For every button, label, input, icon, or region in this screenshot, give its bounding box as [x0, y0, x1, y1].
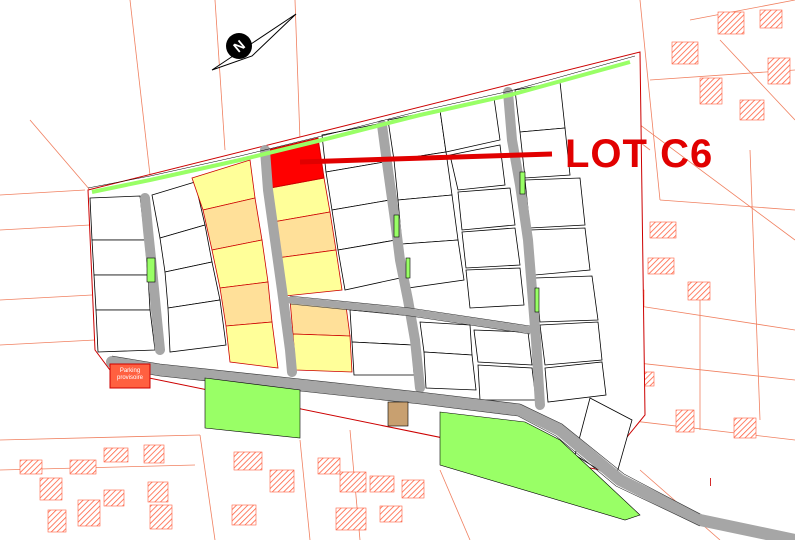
temporary-parking-area [109, 363, 151, 389]
lots-yellow-column-a [191, 159, 279, 369]
brown-plaza [387, 401, 409, 427]
road-edges [111, 295, 701, 527]
lot-c6-leader-line [299, 151, 553, 165]
lot-c6-label: LOT C6 [565, 132, 714, 176]
lots-yellow-column-b [269, 177, 353, 373]
green-hedge-north [91, 60, 631, 194]
green-spaces [146, 171, 641, 521]
temporary-parking-label: Parking provisoire [116, 368, 143, 381]
north-hedge-outline [87, 55, 636, 189]
lots-west-block [89, 181, 227, 353]
internal-roads [106, 87, 795, 540]
edge-marker: — [706, 478, 715, 486]
north-arrow-icon [211, 13, 297, 71]
